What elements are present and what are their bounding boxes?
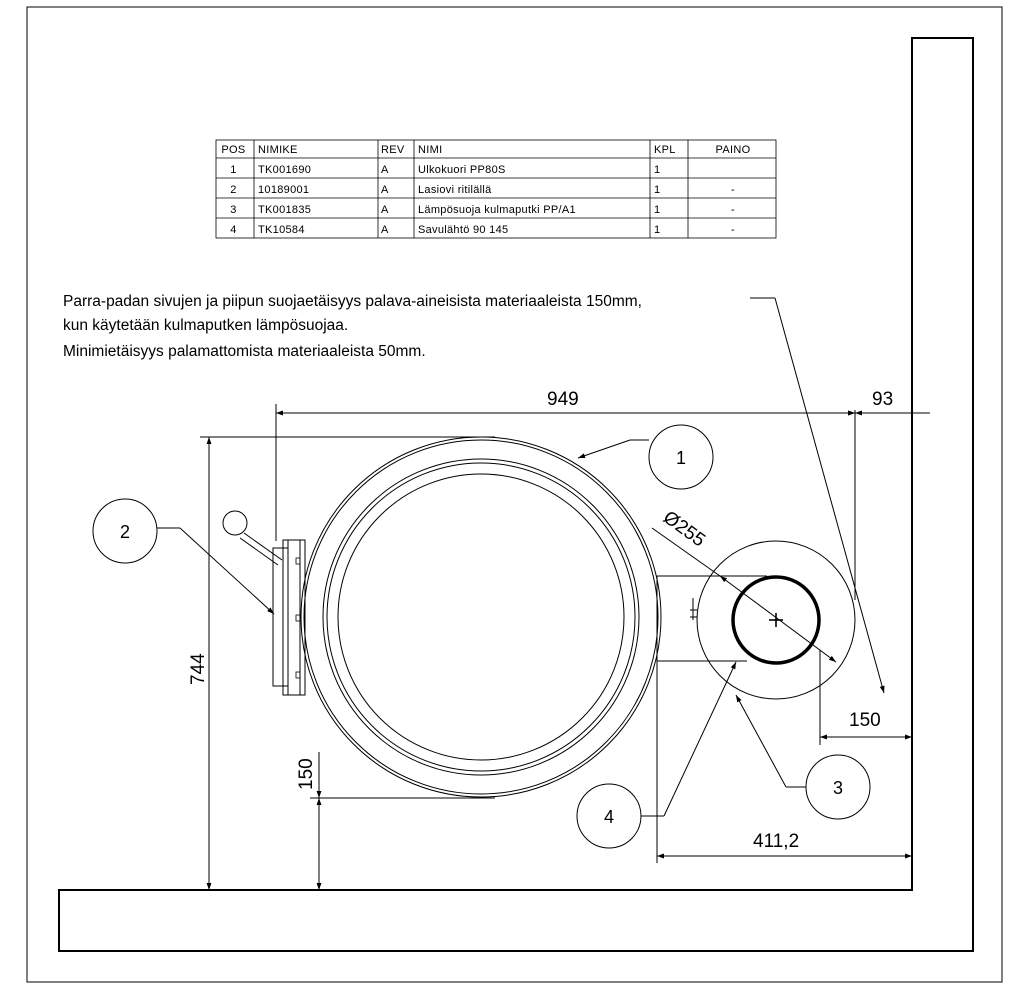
table-cell: A <box>381 224 389 236</box>
dimension-diameter-label: Ø255 <box>659 507 709 551</box>
table-header-cell: NIMIKE <box>258 144 298 156</box>
table-cell: A <box>381 184 389 196</box>
door-handle <box>222 510 283 566</box>
table-cell: 1 <box>654 184 660 196</box>
dimension-wall-gap-label: 93 <box>872 389 893 410</box>
table-cell: Lämpösuoja kulmaputki PP/A1 <box>418 204 576 216</box>
callout-3-label: 3 <box>833 778 843 798</box>
callout-1-label: 1 <box>676 448 686 468</box>
table-cell: - <box>731 204 735 216</box>
callout-3: 3 <box>735 694 871 820</box>
dimension-chimney-offset-label: 411,2 <box>753 831 799 852</box>
table-cell: TK001835 <box>258 204 311 216</box>
callout-2: 2 <box>92 498 275 615</box>
table-cell: - <box>731 184 735 196</box>
table-header-cell: KPL <box>654 144 676 156</box>
dimension-chimney-clearance: 150 <box>819 650 912 745</box>
table-cell: 1 <box>230 164 236 176</box>
table-header-cell: REV <box>381 144 405 156</box>
stove-outer-shell <box>300 436 662 798</box>
table-cell: 4 <box>230 224 236 236</box>
table-cell: Lasiovi ritilällä <box>418 184 492 196</box>
callout-4: 4 <box>576 661 737 849</box>
note-line-2: kun käytetään kulmaputken lämpösuojaa. <box>63 317 348 334</box>
wall-corner <box>58 37 974 952</box>
callout-2-label: 2 <box>120 522 130 542</box>
note-line-1: Parra-padan sivujen ja piipun suojaetäis… <box>63 293 642 310</box>
sheet-frame <box>26 6 1003 983</box>
note-line-3: Minimietäisyys palamattomista materiaale… <box>63 343 426 360</box>
table-cell: TK10584 <box>258 224 305 236</box>
table-cell: 1 <box>654 224 660 236</box>
table-header-cell: NIMI <box>418 144 442 156</box>
callout-1: 1 <box>577 424 714 490</box>
notes: Parra-padan sivujen ja piipun suojaetäis… <box>63 293 642 360</box>
callout-4-label: 4 <box>604 807 614 827</box>
table-cell: 3 <box>230 204 236 216</box>
table-cell: - <box>731 224 735 236</box>
dimension-depth: 744 <box>188 436 495 890</box>
dimension-width-label: 949 <box>547 389 579 410</box>
note-leader <box>750 297 885 694</box>
dimension-front-clearance: 150 <box>296 752 495 890</box>
flue-pipe <box>731 575 821 665</box>
heat-shield-pipe <box>696 540 856 700</box>
table-header-cell: PAINO <box>716 144 751 156</box>
smoke-outlet-connector <box>656 575 767 863</box>
glass-door <box>272 539 306 696</box>
dimension-front-clearance-label: 150 <box>296 758 317 790</box>
table-cell: 10189001 <box>258 184 309 196</box>
table-cell: 2 <box>230 184 236 196</box>
table-cell: Savulähtö 90 145 <box>418 224 508 236</box>
table-header-cell: POS <box>221 144 245 156</box>
dimension-diameter: Ø255 <box>651 507 837 663</box>
table-cell: Ulkokuori PP80S <box>418 164 506 176</box>
table-cell: 1 <box>654 164 660 176</box>
table-cell: TK001690 <box>258 164 311 176</box>
table-cell: A <box>381 164 389 176</box>
dimension-depth-label: 744 <box>188 653 209 685</box>
dimension-chimney-clearance-label: 150 <box>849 710 881 731</box>
dimension-width: 949 <box>275 389 856 600</box>
dimension-chimney-offset: 411,2 <box>657 831 912 859</box>
table-cell: A <box>381 204 389 216</box>
table-cell: 1 <box>654 204 660 216</box>
dimension-wall-gap: 93 <box>835 389 930 416</box>
